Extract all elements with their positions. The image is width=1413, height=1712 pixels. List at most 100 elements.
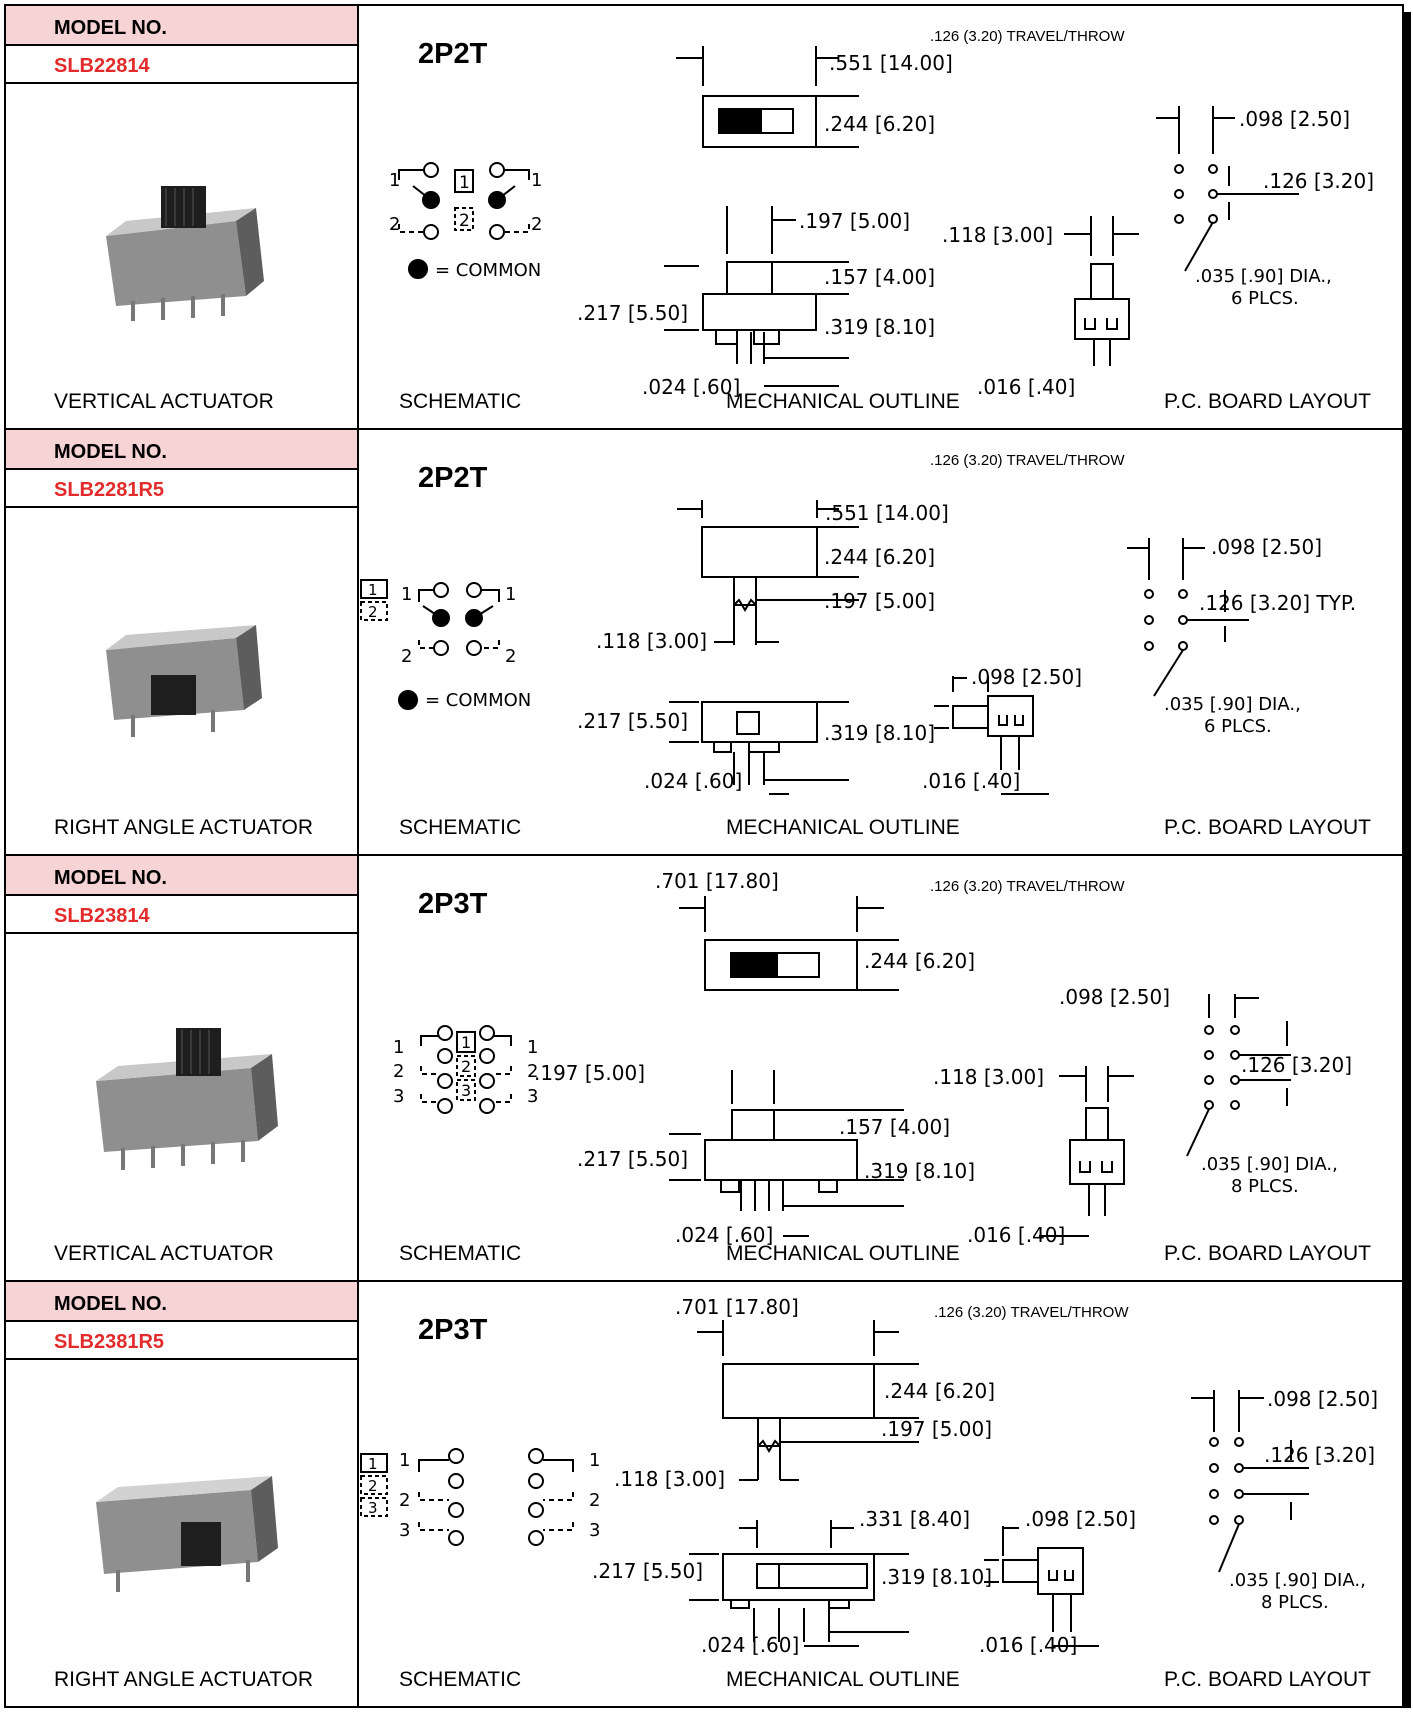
- mechanical-caption: MECHANICAL OUTLINE: [726, 1242, 960, 1265]
- dim-width: .701 [17.80]: [655, 869, 779, 893]
- dim-actuator-width: .197 [5.00]: [799, 209, 910, 233]
- dim-pcb-pitch: .126 [3.20]: [1264, 1443, 1375, 1467]
- pole-throw-label: 2P2T: [418, 38, 488, 70]
- dim-side-actuator: .118 [3.00]: [933, 1065, 1044, 1089]
- schematic-caption: SCHEMATIC: [399, 816, 522, 839]
- dim-actuator-width: .197 [5.00]: [534, 1061, 645, 1085]
- mechanical-outline: [669, 896, 904, 1237]
- model-number: SLB2281R5: [6, 470, 357, 508]
- travel-throw-note: .126 (3.20) TRAVEL/THROW: [930, 878, 1125, 895]
- pcb-caption: P.C. BOARD LAYOUT: [1164, 816, 1371, 839]
- dim-side-actuator: .098 [2.50]: [1025, 1507, 1136, 1531]
- schematic-pos-1-left: 1: [389, 170, 400, 191]
- pole-throw-label: 2P3T: [418, 888, 488, 920]
- schematic-box-2: 2: [368, 603, 378, 621]
- dim-body-height: .217 [5.50]: [592, 1559, 703, 1583]
- dim-height: .244 [6.20]: [864, 949, 975, 973]
- dim-side-actuator: .118 [3.00]: [942, 223, 1053, 247]
- product-section-slb2381r5: MODEL NO. SLB2381R5 RIGHT ANGLE ACTUATOR…: [4, 1282, 1404, 1708]
- dim-actuator-height: .157 [4.00]: [824, 265, 935, 289]
- pole-throw-label: 2P3T: [418, 1314, 488, 1346]
- dim-width: .551 [14.00]: [825, 501, 949, 525]
- pcb-caption: P.C. BOARD LAYOUT: [1164, 1242, 1371, 1265]
- model-no-label: MODEL NO.: [6, 6, 357, 46]
- schematic: [360, 579, 500, 710]
- actuator-type: RIGHT ANGLE ACTUATOR: [54, 1668, 314, 1691]
- schematic-pos-2-left: 2: [401, 646, 412, 667]
- product-section-slb23814: MODEL NO. SLB23814 VERTICAL ACTUATOR 2P3…: [4, 856, 1404, 1282]
- schematic-pos-1-right: 1: [527, 1037, 538, 1058]
- travel-throw-note: .126 (3.20) TRAVEL/THROW: [930, 452, 1125, 469]
- dim-actuator-width: .118 [3.00]: [596, 629, 707, 653]
- dim-actuator-height: .157 [4.00]: [839, 1115, 950, 1139]
- dim-width: .551 [14.00]: [829, 51, 953, 75]
- datasheet: MODEL NO. SLB22814 VERTICAL ACTUATOR 2P2…: [4, 4, 1404, 1708]
- common-legend: = COMMON: [435, 260, 541, 281]
- pcb-layout: [1127, 538, 1249, 697]
- dim-hole-count: 6 PLCS.: [1231, 288, 1299, 309]
- dim-side-pin: .016 [.40]: [979, 1633, 1077, 1657]
- dim-body-height: .217 [5.50]: [577, 709, 688, 733]
- switch-photo-right-angle: [106, 625, 262, 737]
- schematic-caption: SCHEMATIC: [399, 1668, 522, 1691]
- dim-body-height: .217 [5.50]: [577, 301, 688, 325]
- schematic: [398, 162, 530, 279]
- dim-pin-width: .024 [.60]: [642, 375, 740, 399]
- dim-height: .244 [6.20]: [824, 112, 935, 136]
- dim-actuator-height: .197 [5.00]: [881, 1417, 992, 1441]
- schematic-pos-1-left: 1: [393, 1037, 404, 1058]
- dim-pcb-spacing: .098 [2.50]: [1059, 985, 1170, 1009]
- schematic-box-1: 1: [368, 1455, 378, 1473]
- schematic-pos-1-left: 1: [401, 584, 412, 605]
- schematic-box-1: 1: [459, 173, 470, 193]
- dim-hole-count: 6 PLCS.: [1204, 716, 1272, 737]
- mechanical-outline: [689, 1320, 1099, 1647]
- dim-side-actuator: .098 [2.50]: [971, 665, 1082, 689]
- pole-throw-label: 2P2T: [418, 462, 488, 494]
- pcb-layout: [1191, 1390, 1309, 1573]
- dim-pcb-pitch: .126 [3.20]: [1241, 1053, 1352, 1077]
- model-no-label: MODEL NO.: [6, 856, 357, 896]
- schematic-pos-3-left: 3: [399, 1520, 410, 1541]
- dim-actuator-width: .118 [3.00]: [614, 1467, 725, 1491]
- technical-drawing: 1 1 2 2 1 2 = COMMON: [389, 46, 1374, 399]
- dim-pcb-spacing: .098 [2.50]: [1211, 535, 1322, 559]
- technical-drawing: 1 1 2 2 3 3 1 2 3: [393, 869, 1352, 1247]
- product-info-column: MODEL NO. SLB22814 VERTICAL ACTUATOR: [6, 6, 359, 428]
- dim-pin-width: .024 [.60]: [675, 1223, 773, 1247]
- common-legend: = COMMON: [425, 690, 531, 711]
- dim-hole-dia: .035 [.90] DIA.,: [1195, 266, 1332, 287]
- schematic-pos-2-left: 2: [393, 1061, 404, 1082]
- schematic-pos-3-right: 3: [527, 1086, 538, 1107]
- product-info-column: MODEL NO. SLB2281R5 RIGHT ANGLE ACTUATOR: [6, 430, 359, 854]
- dim-side-pin: .016 [.40]: [967, 1223, 1065, 1247]
- dim-overall-height: .319 [8.10]: [881, 1565, 992, 1589]
- schematic-box-2: 2: [461, 1057, 471, 1076]
- side-view: [1039, 1066, 1134, 1237]
- schematic-pos-2-right: 2: [531, 214, 542, 235]
- mechanical-caption: MECHANICAL OUTLINE: [726, 1668, 960, 1691]
- dim-side-pin: .016 [.40]: [922, 769, 1020, 793]
- dim-height: .244 [6.20]: [884, 1379, 995, 1403]
- dim-pin-width: .024 [.60]: [701, 1633, 799, 1657]
- schematic-pos-2-left: 2: [389, 214, 400, 235]
- dim-side-pin: .016 [.40]: [977, 375, 1075, 399]
- actuator-type: VERTICAL ACTUATOR: [54, 390, 274, 413]
- schematic-pos-1-right: 1: [589, 1450, 600, 1471]
- schematic-pos-2-right: 2: [589, 1490, 600, 1511]
- model-number: SLB23814: [6, 896, 357, 934]
- model-no-label: MODEL NO.: [6, 1282, 357, 1322]
- dim-actuator-height: .197 [5.00]: [824, 589, 935, 613]
- dim-overall-height: .319 [8.10]: [864, 1159, 975, 1183]
- schematic-pos-3-left: 3: [393, 1086, 404, 1107]
- switch-photo-vertical: [106, 186, 264, 321]
- schematic-box-2: 2: [368, 1477, 378, 1495]
- schematic-caption: SCHEMATIC: [399, 1242, 522, 1265]
- pcb-layout: [1156, 106, 1299, 272]
- dim-button-width: .331 [8.40]: [859, 1507, 970, 1531]
- page-edge-shadow: [1404, 12, 1411, 1708]
- pcb-layout: [1186, 994, 1291, 1157]
- schematic-pos-3-right: 3: [589, 1520, 600, 1541]
- product-info-column: MODEL NO. SLB23814 VERTICAL ACTUATOR: [6, 856, 359, 1280]
- schematic-pos-2-right: 2: [505, 646, 516, 667]
